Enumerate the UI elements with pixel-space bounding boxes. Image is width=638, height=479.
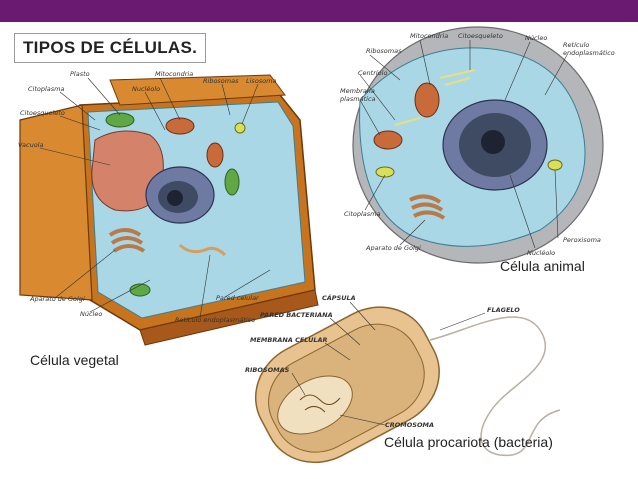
animal-label-golgi: Aparato de Golgi: [365, 244, 421, 252]
animal-label-citoesqueleto: Citoesqueleto: [458, 32, 503, 40]
bacteria-label-flagelo: FLAGELO: [487, 306, 520, 314]
page-title: TIPOS DE CÉLULAS.: [14, 33, 207, 63]
bacteria-label-pared: PARED BACTERIANA: [260, 311, 333, 319]
title-bar: [0, 0, 638, 22]
animal-label-membrana-1: Membrana: [340, 87, 375, 95]
plant-label-mitocondria: Mitocondria: [155, 70, 193, 78]
animal-label-nucleolo: Nucléolo: [527, 249, 555, 257]
plant-label-nucleo: Núcleo: [80, 310, 102, 318]
bacteria-label-capsula: CÁPSULA: [322, 293, 356, 302]
plant-label-vacuola: Vacuola: [18, 141, 43, 149]
bacteria-caption: Célula procariota (bacteria): [384, 434, 553, 450]
plant-label-citoesqueleto: Citoesqueleto: [20, 109, 65, 117]
plant-label-golgi: Aparato de Golgi: [29, 295, 85, 303]
plant-label-lisosoma: Lisosoma: [246, 77, 276, 85]
animal-label-membrana-2: plasmática: [339, 95, 376, 103]
bacteria-label-ribosomas: RIBOSOMAS: [245, 366, 290, 374]
animal-label-nucleo: Núcleo: [525, 34, 547, 42]
plant-label-ribosomas: Ribosomas: [203, 77, 239, 85]
animal-label-ribosomas: Ribosomas: [366, 47, 402, 55]
plant-cell-caption: Célula vegetal: [30, 352, 119, 368]
animal-label-peroxisoma: Peroxisoma: [563, 236, 601, 244]
animal-label-mitocondria: Mitocondria: [410, 32, 448, 40]
animal-label-reticulo-2: endoplasmático: [563, 49, 615, 57]
bacteria-label-cromosoma: CROMOSOMA: [385, 421, 434, 429]
bacteria-label-membrana: MEMBRANA CELULAR: [250, 336, 328, 344]
plant-label-plasto: Plasto: [70, 70, 90, 78]
animal-cell-caption: Célula animal: [500, 258, 585, 274]
plant-label-pared: Pared celular: [216, 294, 260, 302]
plant-label-nucleolo: Nucléolo: [132, 85, 160, 93]
animal-label-reticulo-1: Retículo: [563, 41, 589, 49]
plant-label-citoplasma: Citoplasma: [28, 85, 65, 93]
animal-label-citoplasma: Citoplasma: [344, 210, 381, 218]
animal-label-centriolo: Centríolo: [358, 69, 387, 77]
plant-label-reticulo: Retículo endoplasmático: [175, 316, 255, 324]
